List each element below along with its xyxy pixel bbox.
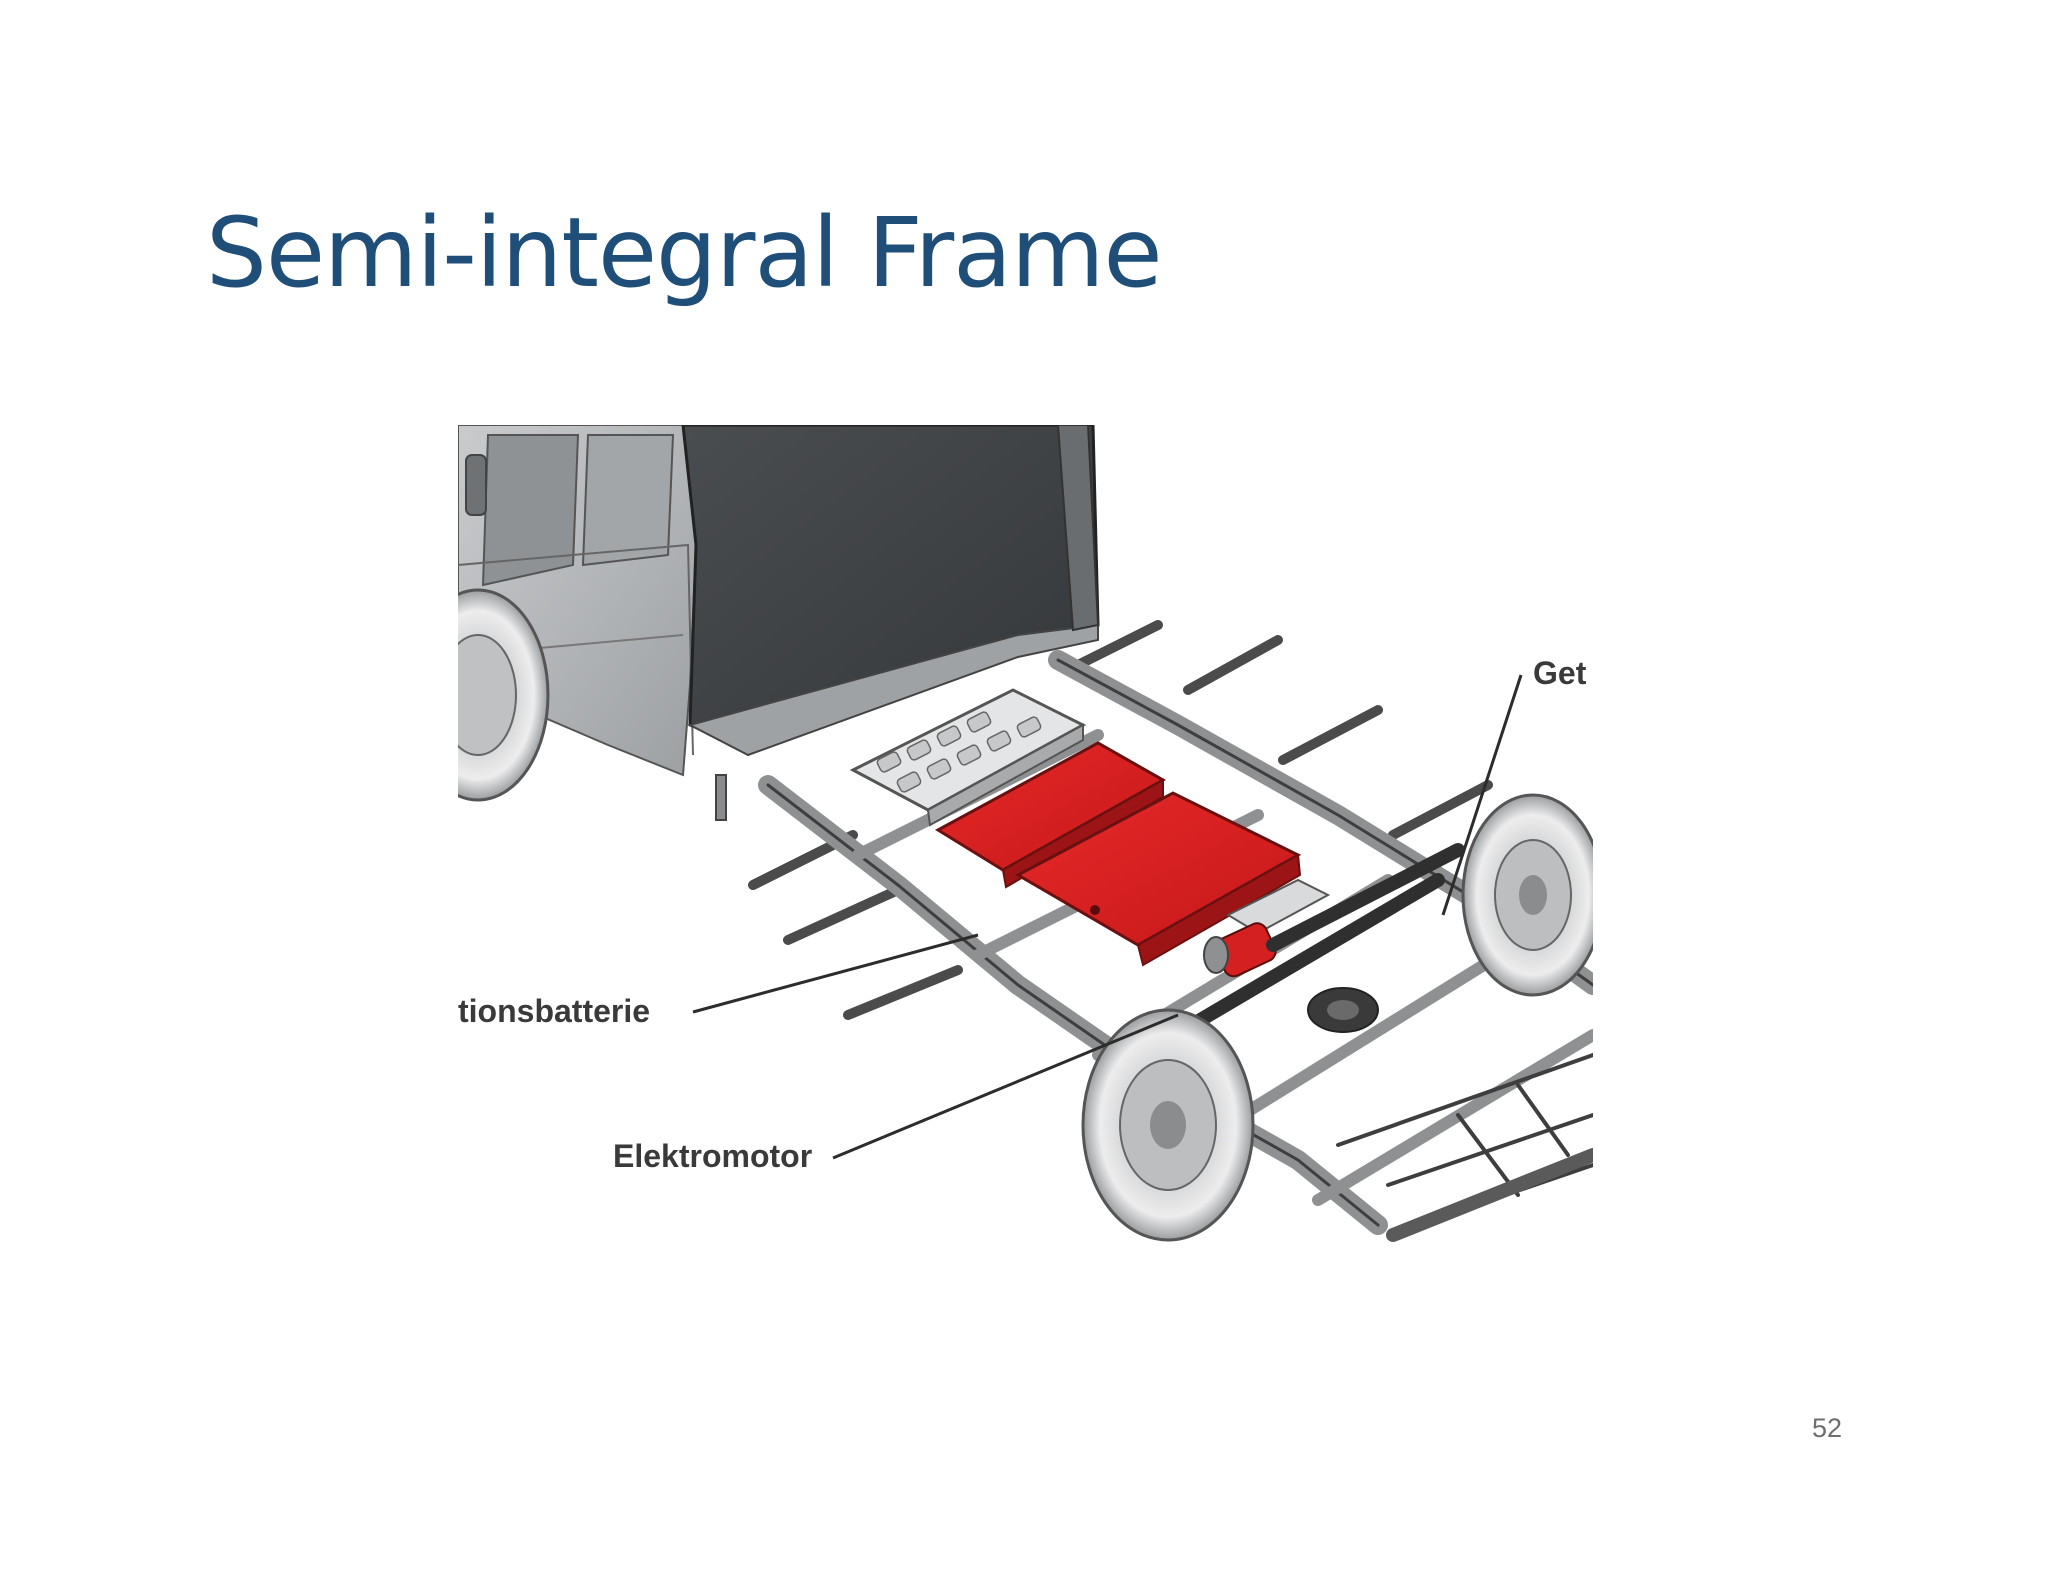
auxiliary-module [849, 688, 1087, 827]
battery-label: tionsbatterie [458, 993, 650, 1029]
cab-rear-panel [681, 425, 1100, 757]
rear-wheel-icon [1081, 1008, 1255, 1242]
rear-wheel-icon [1461, 793, 1593, 997]
motor-label: Elektromotor [613, 1138, 812, 1174]
page-number: 52 [1812, 1413, 1843, 1443]
battery-pack-icon [935, 741, 1302, 967]
differential-gear [1307, 987, 1379, 1033]
electric-motor-icon [1151, 843, 1465, 1052]
callout-leader-lines [692, 674, 1523, 1160]
transmission-label: Get [1533, 655, 1587, 691]
front-wheel-icon [458, 588, 550, 802]
chassis-diagram: Get tionsbatterie Elektromotor [458, 425, 1593, 1250]
slide-title: Semi-integral Frame [206, 197, 1163, 309]
